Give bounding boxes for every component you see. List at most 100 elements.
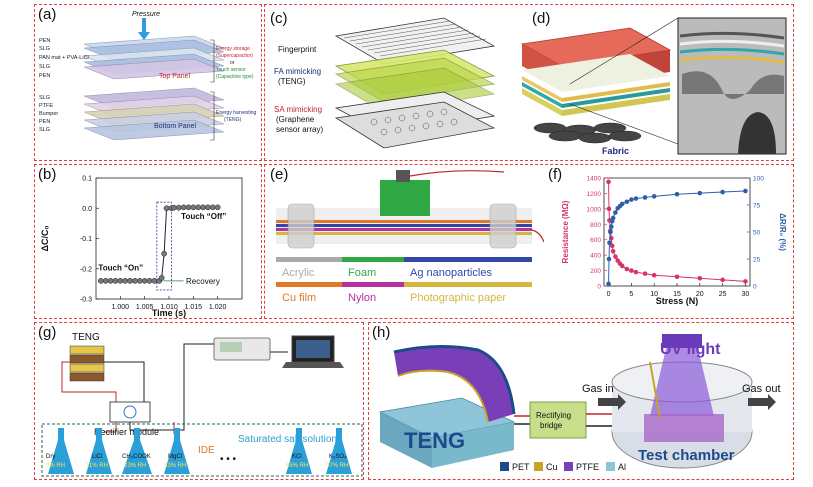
legend-swatch-cu-h (534, 462, 543, 471)
chart-f-point-0 (609, 243, 615, 249)
fa-sub-text: (TENG) (278, 77, 306, 86)
pressure-arrow-icon (138, 18, 150, 40)
panel-h-legend: PET Cu PTFE Al (500, 462, 626, 472)
chart-b-touch-on: Touch “On” (98, 263, 143, 272)
panel-e-figure: Acrylic Foam Ag nanoparticles Cu film Ny… (276, 170, 544, 304)
chart-b-point (102, 278, 109, 284)
capacitive-type-text: (Capacitive type) (216, 74, 254, 80)
fa-mimicking-text: FA mimicking (274, 67, 321, 76)
chart-b-point (132, 278, 138, 284)
panel-h (368, 322, 794, 480)
rectifier-icon (123, 405, 137, 419)
chart-f-point-1 (743, 188, 748, 194)
bottom-layer-1: SLG (39, 95, 50, 101)
energy-storage-text: Energy storage (216, 46, 250, 52)
panel-cd (264, 4, 794, 161)
fabric-weave (533, 122, 642, 144)
legend-swatch-pet (500, 462, 509, 471)
chart-f-point-0 (629, 268, 634, 273)
teng-h-label: TENG (404, 428, 465, 453)
ide-label: IDE (198, 445, 215, 456)
panel-g-label: (g) (38, 324, 57, 341)
chart-b-ytick-label: 0.0 (82, 206, 92, 213)
flask-2: LiCl 11% RH (86, 428, 112, 474)
flask-1-rh: 0% RH (46, 463, 65, 469)
chart-b-ytick-label: 0.1 (82, 176, 92, 183)
fabric-text: Fabric (602, 146, 629, 156)
chart-b-point (171, 204, 177, 211)
chart-f-series-line-0 (608, 181, 746, 282)
legend-pet: PET (512, 462, 530, 472)
flask-5-rh: 85% RH (286, 463, 308, 469)
top-layer-4: SLG (39, 64, 50, 70)
legend-paper: Photographic paper (410, 292, 506, 304)
top-layer-1: PEN (39, 38, 50, 44)
sa-mimicking-layer (334, 91, 496, 149)
chart-b-xtick-label: 1.015 (185, 304, 203, 311)
chart-b-point (163, 205, 170, 212)
panel-h-label: (h) (372, 324, 391, 341)
panel-e-label: (e) (270, 166, 289, 183)
sa-mimicking-text: SA mimicking (274, 105, 322, 114)
top-layer-stack (83, 35, 225, 80)
chart-f-ytick-left-label: 800 (590, 222, 601, 229)
dots-text: • • • (220, 454, 237, 465)
chart-f-ytick-left-label: 400 (590, 253, 601, 260)
chart-f-point-1 (720, 189, 725, 195)
flask-6: K₂SO₄ 97% RH (326, 428, 352, 474)
chart-f-ylabel-right: ΔR/R₀ (%) (778, 213, 787, 251)
flask-4: MgCl 33% RH (164, 428, 190, 474)
bridge-text: bridge (540, 421, 563, 430)
legend-swatch-foam (342, 257, 404, 262)
flask-6-salt: K₂SO₄ (329, 454, 347, 460)
device-layers (522, 54, 670, 116)
touch-sensor-text: Touch sensor (216, 67, 246, 73)
sa-sub1-text: (Graphene (276, 115, 315, 124)
bottom-layer-2: PTFE (39, 103, 53, 109)
chart-b-xtick-label: 1.000 (112, 304, 130, 311)
rectifying-bridge-box (529, 401, 587, 439)
flask-3-rh: 23% RH (124, 463, 146, 469)
chart-f-xtick-label: 0 (607, 291, 611, 298)
chart-f-ytick-right-label: 25 (753, 257, 761, 264)
chart-b-touch-off: Touch “Off” (181, 212, 226, 221)
panel-b (34, 164, 262, 319)
flask-4-rh: 33% RH (164, 463, 186, 469)
top-panel-text: Top Panel (159, 73, 191, 80)
chart-f-ytick-left-label: 600 (590, 237, 601, 244)
rectifying-text: Rectifying (536, 411, 571, 420)
panel-b-label: (b) (38, 166, 57, 183)
chart-f-point-1 (633, 196, 639, 201)
chart-f-ytick-left-label: 1200 (587, 191, 602, 198)
chart-b-point (185, 204, 192, 211)
legend-swatch-ag (404, 257, 532, 262)
top-layer-5: PEN (39, 73, 50, 79)
flask-2-salt: LiCl (92, 454, 102, 460)
legend-swatch-paper (404, 282, 532, 287)
chart-b-point (205, 204, 211, 211)
test-chamber-label: Test chamber (638, 447, 735, 464)
chart-f-xtick-label: 10 (650, 291, 658, 298)
gas-out-label: Gas out (742, 383, 781, 395)
chart-f-ytick-right-label: 50 (753, 230, 761, 237)
legend-foam: Foam (348, 267, 376, 279)
chart-b-xtick-label: 1.020 (209, 304, 227, 311)
ptfe-curved-sheet (393, 344, 516, 423)
legend-ptfe: PTFE (576, 462, 599, 472)
teng-label: TENG (72, 332, 100, 343)
fingerprint-text: Fingerprint (278, 45, 317, 54)
chart-b-xtick-label: 1.010 (160, 304, 178, 311)
legend-swatch-ptfe (564, 462, 573, 471)
foam-block (380, 180, 430, 216)
chart-f-point-1 (624, 199, 630, 205)
chart-f-point-1 (608, 229, 613, 235)
flask-6-rh: 97% RH (326, 463, 348, 469)
teng-text: (TENG) (224, 117, 242, 123)
bottom-layer-stack (83, 87, 225, 141)
chart-f-xtick-label: 30 (742, 291, 750, 298)
legend-al: Al (618, 462, 626, 472)
legend-acrylic: Acrylic (282, 267, 315, 279)
chart-f-xtick-label: 15 (673, 291, 681, 298)
chart-f-point-0 (697, 275, 703, 281)
